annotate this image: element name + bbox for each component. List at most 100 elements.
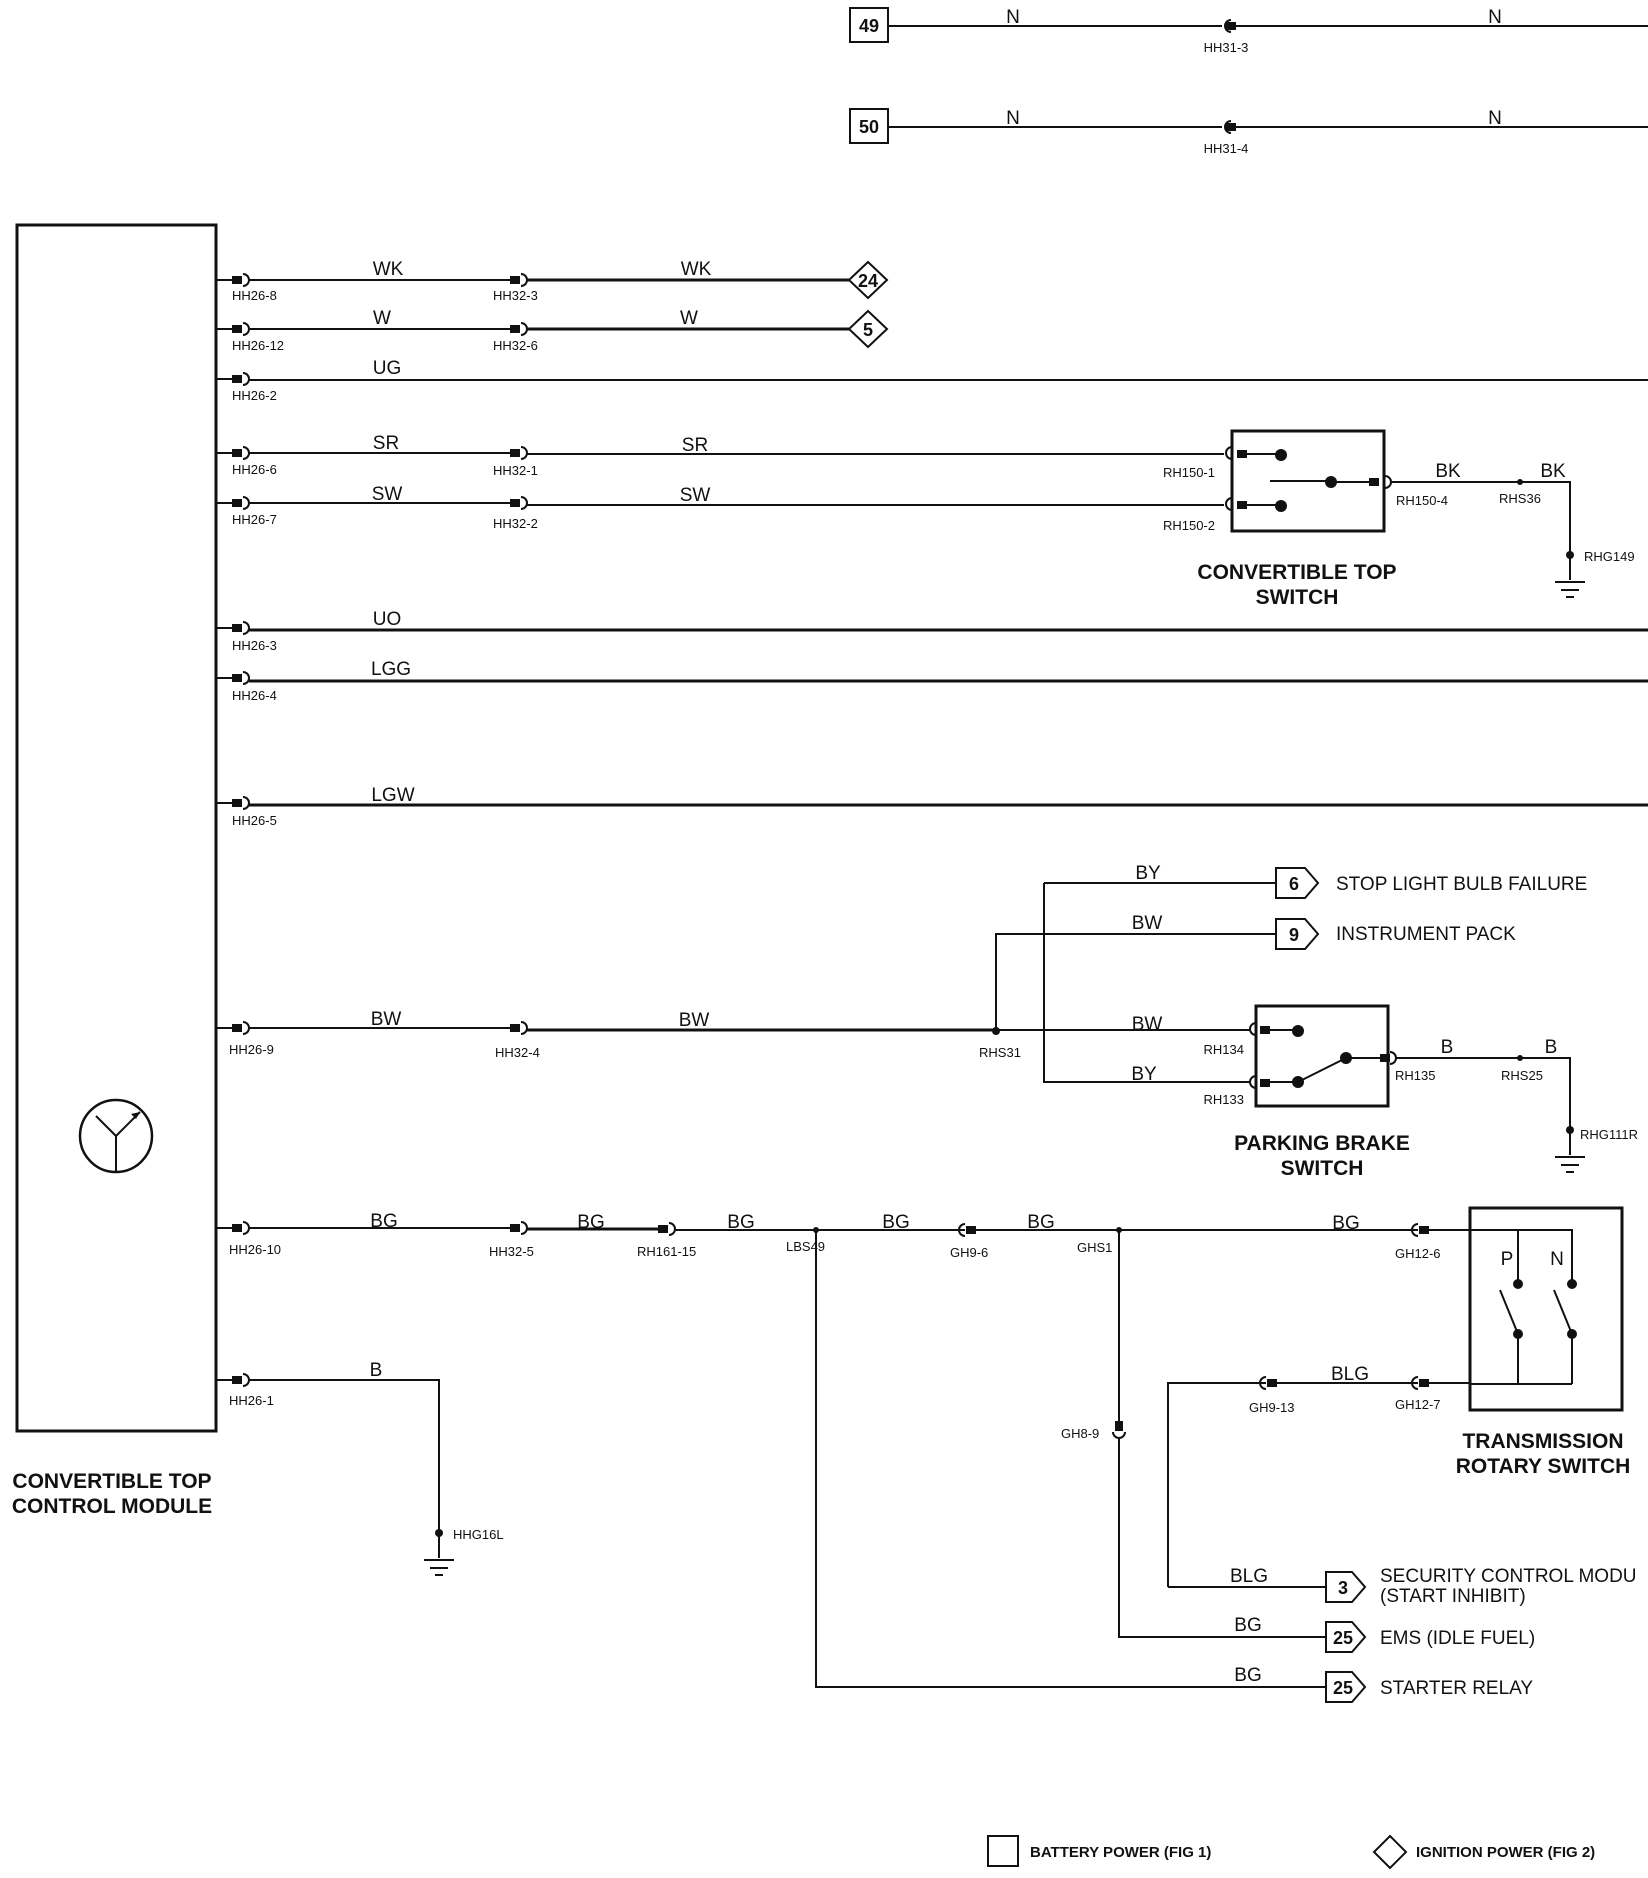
wire-label-blg: BLG xyxy=(1230,1566,1268,1587)
wire-label-bg: BG xyxy=(882,1212,909,1233)
wire-label-by: BY xyxy=(1131,1064,1157,1085)
wire-label-sr: SR xyxy=(373,433,399,454)
splice-ghs1: GHS1 xyxy=(1077,1240,1112,1255)
connector-hh32-2: HH32-2 xyxy=(493,516,538,531)
battery-ref-box-49 xyxy=(849,7,889,43)
circuit-lgw: LGW HH26-5 xyxy=(216,785,1648,828)
circuit-ug: UG HH26-2 xyxy=(216,358,1648,403)
module-title-line2: CONTROL MODULE xyxy=(12,1495,212,1518)
connector-rh150-2: RH150-2 xyxy=(1163,518,1215,533)
position-label-p: P xyxy=(1501,1249,1514,1270)
wire-label-bg: BG xyxy=(1234,1665,1261,1686)
wire-label-lgg: LGG xyxy=(371,659,411,680)
ref-tag-3 xyxy=(1325,1571,1367,1603)
ref-6: 6 xyxy=(1289,874,1299,894)
connector-rh150-4: RH150-4 xyxy=(1396,493,1448,508)
connector-hh26-1: HH26-1 xyxy=(229,1393,274,1408)
module-symbol-icon xyxy=(78,1098,154,1174)
transmission-rotary-switch: P N TRANSMISSION ROTARY SWITCH xyxy=(1456,1206,1631,1478)
transmission-title-line2: ROTARY SWITCH xyxy=(1456,1455,1631,1478)
connector-hh26-3: HH26-3 xyxy=(232,638,277,653)
wire-label-sw: SW xyxy=(680,485,711,506)
splice-lbs49: LBS49 xyxy=(786,1239,825,1254)
circuit-b-ground: B HH26-1 HHG16L xyxy=(216,1360,504,1576)
legend-battery-box-icon xyxy=(987,1835,1019,1867)
connector-gh9-13: GH9-13 xyxy=(1249,1400,1295,1415)
wire-label-b: B xyxy=(370,1360,383,1381)
legend-battery: BATTERY POWER (FIG 1) xyxy=(1030,1844,1211,1861)
connector-hh26-10: HH26-10 xyxy=(229,1242,281,1257)
wire-label-uo: UO xyxy=(373,609,402,630)
wire-label-bw: BW xyxy=(1132,1014,1163,1035)
connector-rh135: RH135 xyxy=(1395,1068,1435,1083)
ref-49: 49 xyxy=(859,16,879,36)
circuit-sr: SR SR HH26-6 HH32-1 xyxy=(216,433,1224,478)
ground-rhg149: RHG149 xyxy=(1584,549,1635,564)
connector-gh8-9: GH8-9 xyxy=(1061,1426,1099,1441)
ref-tag-25 xyxy=(1325,1671,1367,1703)
target-refs: 3 SECURITY CONTROL MODU (START INHIBIT) … xyxy=(1325,1566,1637,1703)
connector-hh32-1: HH32-1 xyxy=(493,463,538,478)
legend-ignition-diamond-icon xyxy=(1372,1834,1408,1870)
module-title-line1: CONVERTIBLE TOP xyxy=(12,1470,211,1493)
connector-rh150-1: RH150-1 xyxy=(1163,465,1215,480)
ignition-ref-diamond-5 xyxy=(847,309,889,349)
ref-24: 24 xyxy=(858,271,878,291)
connector-hh32-5: HH32-5 xyxy=(489,1244,534,1259)
circuit-sw: SW SW HH26-7 HH32-2 xyxy=(216,484,1224,531)
wire-label-bg: BG xyxy=(1234,1615,1261,1636)
connector-hh26-12: HH26-12 xyxy=(232,338,284,353)
wire-label-bg: BG xyxy=(1332,1213,1359,1234)
ref-tag-9 xyxy=(1275,918,1320,950)
target-security-control-line1: SECURITY CONTROL MODU xyxy=(1380,1566,1637,1587)
circuit-50: 50 N N HH31-4 xyxy=(849,108,1648,156)
wire-label-blg: BLG xyxy=(1331,1364,1369,1385)
wire-label-bk: BK xyxy=(1435,461,1461,482)
wire-label-n: N xyxy=(1006,7,1020,28)
battery-ref-box-50 xyxy=(849,108,889,144)
wire-label-b: B xyxy=(1441,1037,1454,1058)
wire-label-bw: BW xyxy=(679,1010,710,1031)
convertible-top-switch: RH150-1 RH150-2 RH150-4 BK BK RHS36 RHG1… xyxy=(1163,429,1635,609)
ref-50: 50 xyxy=(859,117,879,137)
connector-rh134: RH134 xyxy=(1204,1042,1244,1057)
connector-rh161-15: RH161-15 xyxy=(637,1244,696,1259)
legend-ignition: IGNITION POWER (FIG 2) xyxy=(1416,1844,1595,1861)
ref-tag-25 xyxy=(1325,1621,1367,1653)
splice-rhs31: RHS31 xyxy=(979,1045,1021,1060)
convertible-top-switch-title-line2: SWITCH xyxy=(1256,586,1339,609)
connector-hh32-6: HH32-6 xyxy=(493,338,538,353)
target-instrument-pack: INSTRUMENT PACK xyxy=(1336,924,1516,945)
ignition-ref-diamond-24 xyxy=(847,260,889,300)
wire-label-bk: BK xyxy=(1540,461,1566,482)
splice-rhs25: RHS25 xyxy=(1501,1068,1543,1083)
target-starter-relay: STARTER RELAY xyxy=(1380,1678,1533,1699)
parking-brake-title-line2: SWITCH xyxy=(1281,1157,1364,1180)
wire-label-lgw: LGW xyxy=(371,785,414,806)
wire-label-wk: WK xyxy=(373,259,404,280)
wire-label-w: W xyxy=(680,308,698,329)
wire-label-wk: WK xyxy=(681,259,712,280)
transmission-title-line1: TRANSMISSION xyxy=(1462,1430,1623,1453)
connector-hh26-5: HH26-5 xyxy=(232,813,277,828)
wire-label-sw: SW xyxy=(372,484,403,505)
ground-hhg16l: HHG16L xyxy=(453,1527,504,1542)
legend: BATTERY POWER (FIG 1) IGNITION POWER (FI… xyxy=(987,1834,1595,1870)
connector-hh26-9: HH26-9 xyxy=(229,1042,274,1057)
connector-hh31-3: HH31-3 xyxy=(1204,40,1249,55)
connector-hh32-4: HH32-4 xyxy=(495,1045,540,1060)
ref-9: 9 xyxy=(1289,925,1299,945)
ref-tag-6 xyxy=(1275,867,1320,899)
connector-gh9-6: GH9-6 xyxy=(950,1245,988,1260)
ref-25: 25 xyxy=(1333,1628,1353,1648)
connector-hh26-4: HH26-4 xyxy=(232,688,277,703)
wire-label-b: B xyxy=(1545,1037,1558,1058)
wire-label-n: N xyxy=(1006,108,1020,129)
position-label-n: N xyxy=(1550,1249,1564,1270)
circuit-w: W W HH26-12 HH32-6 5 xyxy=(216,308,889,353)
connector-hh31-4: HH31-4 xyxy=(1204,141,1249,156)
circuit-bg: BG BG BG BG BG BG HH26-10 HH32-5 RH161-1… xyxy=(216,1211,1470,1688)
circuit-wk: WK WK HH26-8 HH32-3 24 xyxy=(216,259,889,303)
